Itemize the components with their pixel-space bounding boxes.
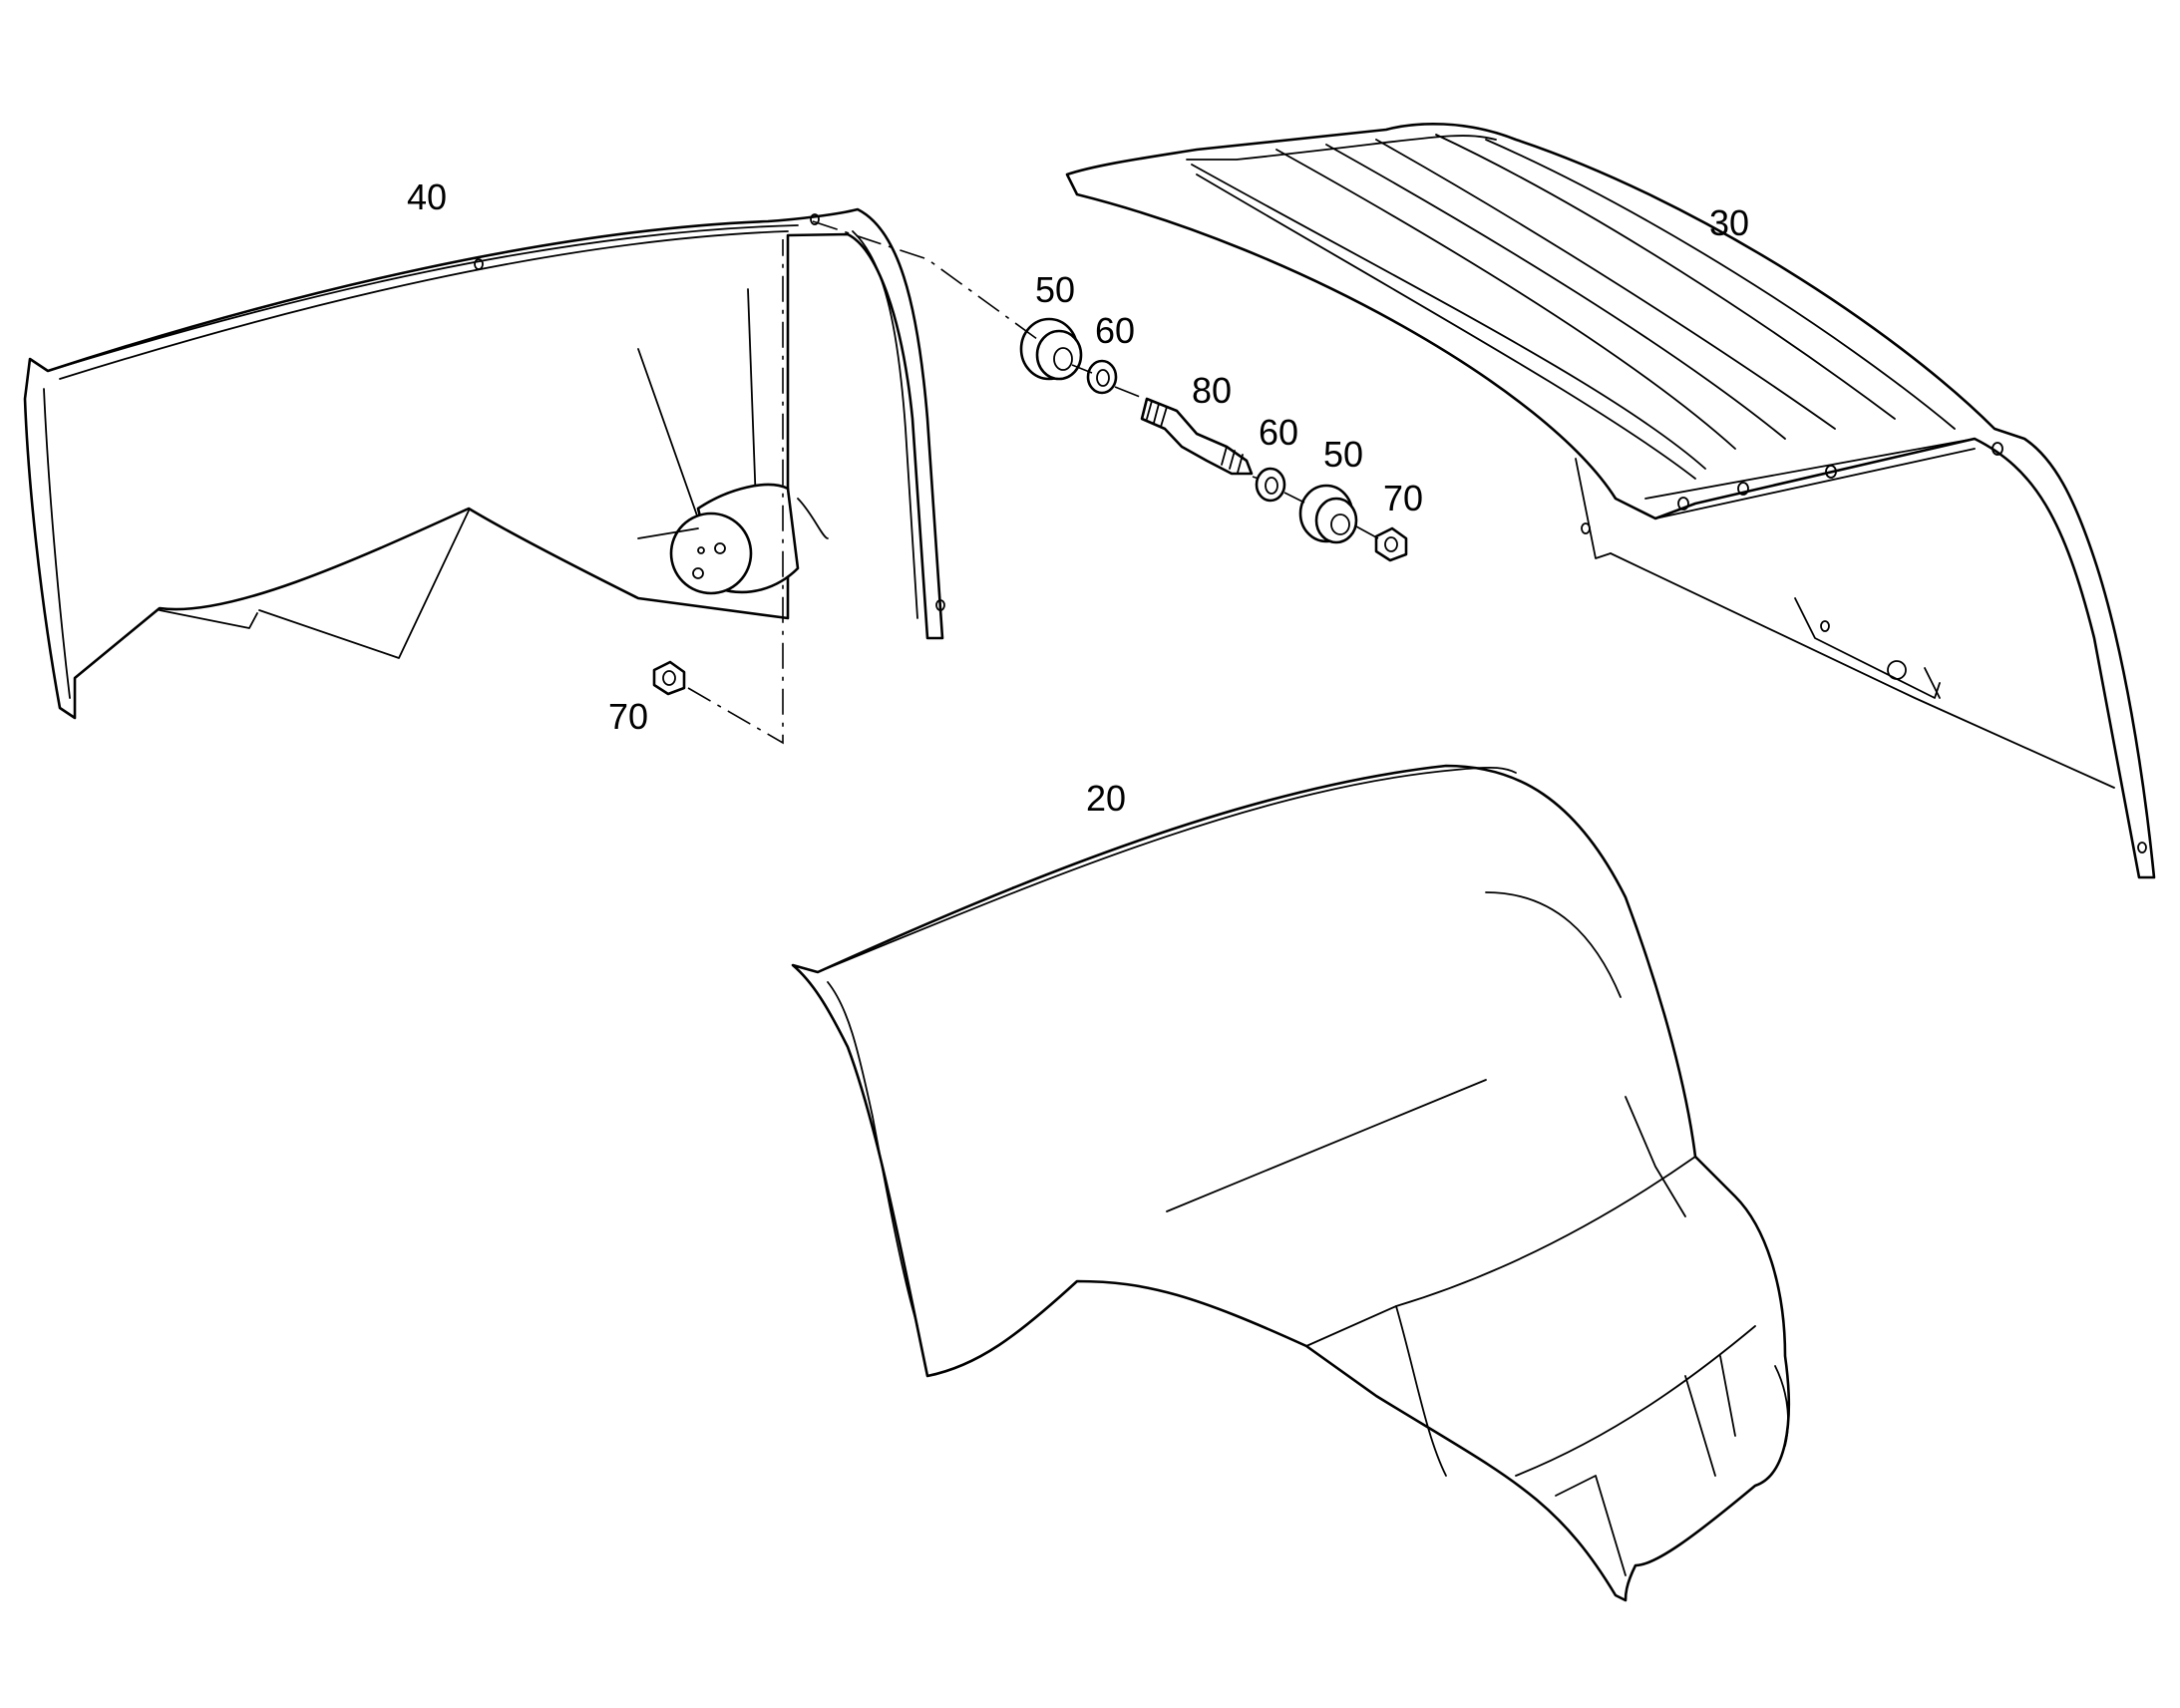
callout-80: 80 — [1192, 370, 1232, 411]
callout-60-a: 60 — [1095, 310, 1135, 351]
callout-70-a: 70 — [608, 696, 648, 737]
mounting-boss — [669, 483, 800, 595]
callout-60-b: 60 — [1259, 412, 1298, 453]
assembly-line-upper — [812, 220, 1379, 539]
bushing-50-a[interactable] — [1019, 317, 1083, 381]
fender-panel-40[interactable] — [23, 207, 945, 720]
callout-20: 20 — [1086, 778, 1126, 819]
callout-50-b: 50 — [1323, 434, 1363, 475]
cover-panel-20[interactable] — [791, 764, 1791, 1602]
nut-70-b[interactable] — [1374, 526, 1408, 562]
bushing-50-b[interactable] — [1298, 484, 1358, 544]
callout-70-b: 70 — [1383, 478, 1423, 518]
callout-50-a: 50 — [1035, 269, 1075, 310]
callout-30: 30 — [1709, 202, 1749, 243]
bolt-80[interactable] — [1140, 397, 1254, 476]
frame-tray-30[interactable] — [1065, 122, 2156, 879]
washer-60-b[interactable] — [1255, 467, 1286, 503]
assembly-line-lower — [687, 239, 784, 745]
washer-60-a[interactable] — [1086, 359, 1118, 395]
nut-70-a[interactable] — [652, 660, 686, 696]
callout-40: 40 — [407, 176, 447, 217]
